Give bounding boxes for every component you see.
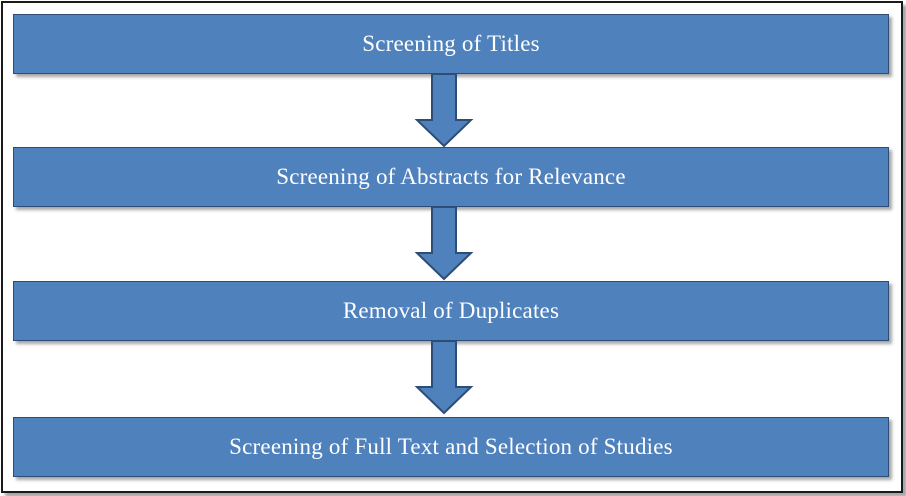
step-screening-full-text: Screening of Full Text and Selection of … xyxy=(13,417,889,477)
step-label: Screening of Titles xyxy=(362,31,540,56)
step-screening-abstracts: Screening of Abstracts for Relevance xyxy=(13,147,889,207)
down-arrow-icon xyxy=(414,73,474,148)
down-arrow-icon xyxy=(414,206,474,281)
step-label: Removal of Duplicates xyxy=(342,298,560,323)
step-label: Screening of Abstracts for Relevance xyxy=(276,164,626,189)
step-removal-duplicates: Removal of Duplicates xyxy=(13,281,889,341)
down-arrow-icon xyxy=(414,340,474,415)
step-label: Screening of Full Text and Selection of … xyxy=(229,434,673,459)
step-screening-titles: Screening of Titles xyxy=(13,14,889,74)
